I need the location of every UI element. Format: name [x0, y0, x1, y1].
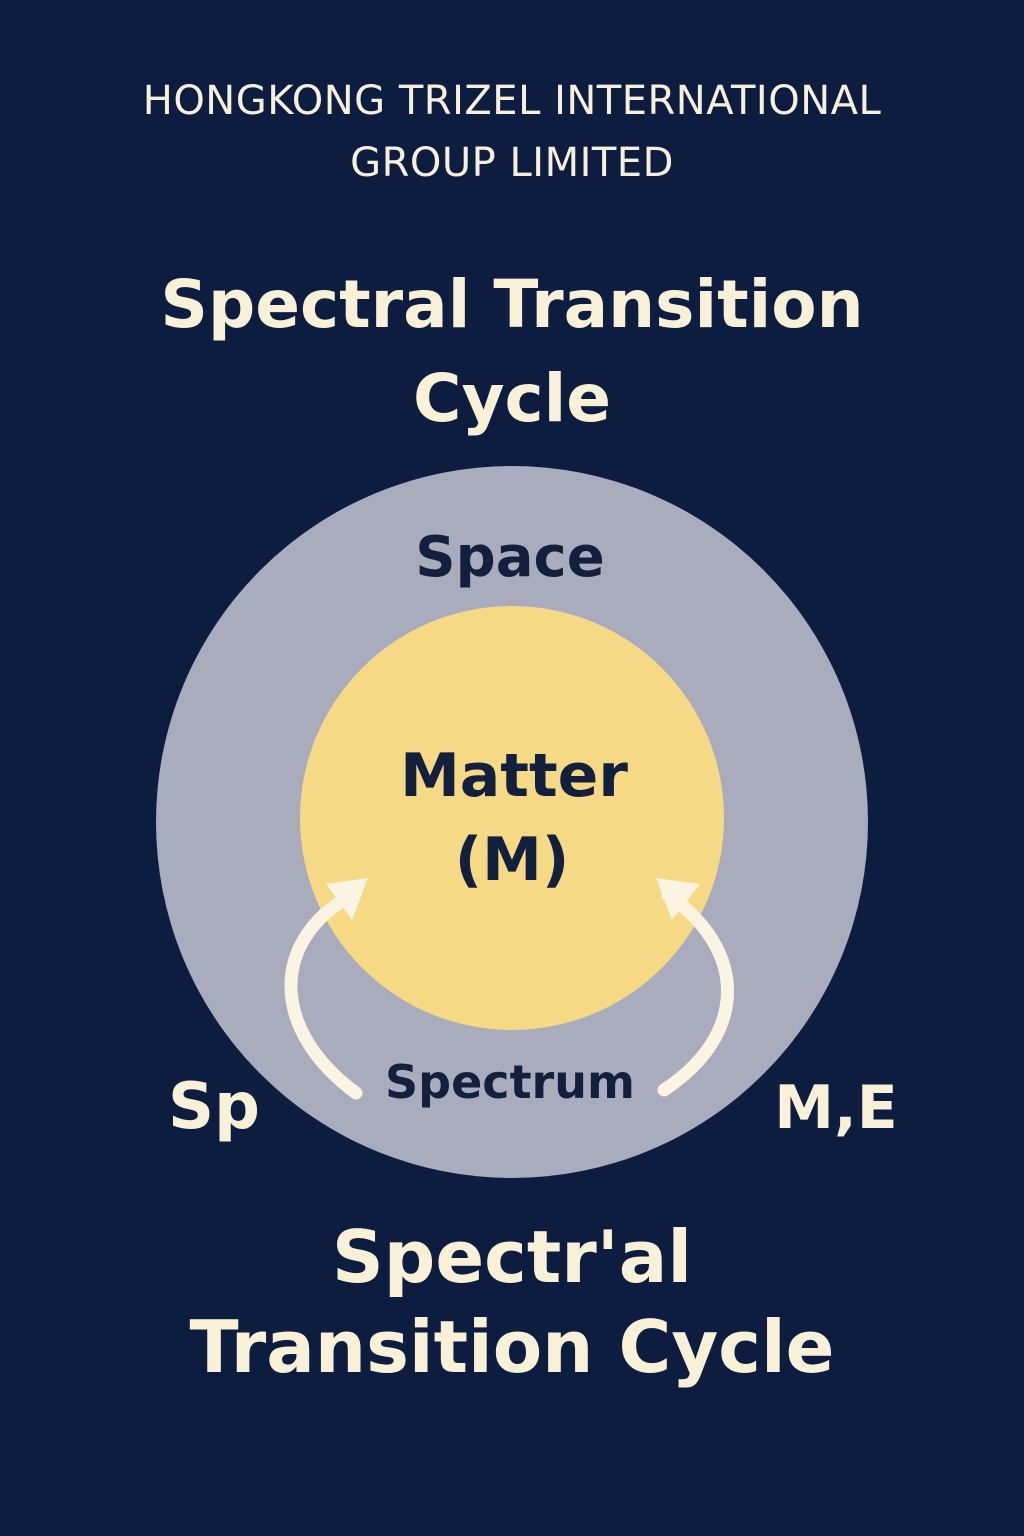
company-name: HONGKONG TRIZEL INTERNATIONAL GROUP LIMI…: [0, 70, 1024, 194]
left-label: Sp: [168, 1070, 260, 1144]
matter-label-line2: (M): [455, 825, 570, 895]
matter-circle: [300, 606, 724, 1030]
space-label: Space: [415, 525, 604, 590]
matter-label-line1: Matter: [400, 741, 628, 811]
page-title-line1: Spectral Transition: [160, 266, 864, 343]
spectrum-label: Spectrum: [385, 1055, 635, 1109]
page-title: Spectral Transition Cycle: [0, 258, 1024, 446]
right-arrowhead-icon: [656, 878, 700, 920]
bottom-title-line1: Spectr'al: [331, 1215, 693, 1299]
bottom-title-line2: Transition Cycle: [189, 1305, 835, 1389]
page-title-line2: Cycle: [413, 360, 611, 437]
bottom-title: Spectr'al Transition Cycle: [0, 1212, 1024, 1392]
left-arrowhead-icon: [326, 878, 368, 920]
company-name-line1: HONGKONG TRIZEL INTERNATIONAL: [142, 78, 882, 124]
company-name-line2: GROUP LIMITED: [350, 140, 674, 186]
left-cycle-arrow: [284, 888, 363, 1100]
right-cycle-arrow: [657, 888, 734, 1097]
right-label: M,E: [774, 1073, 898, 1143]
